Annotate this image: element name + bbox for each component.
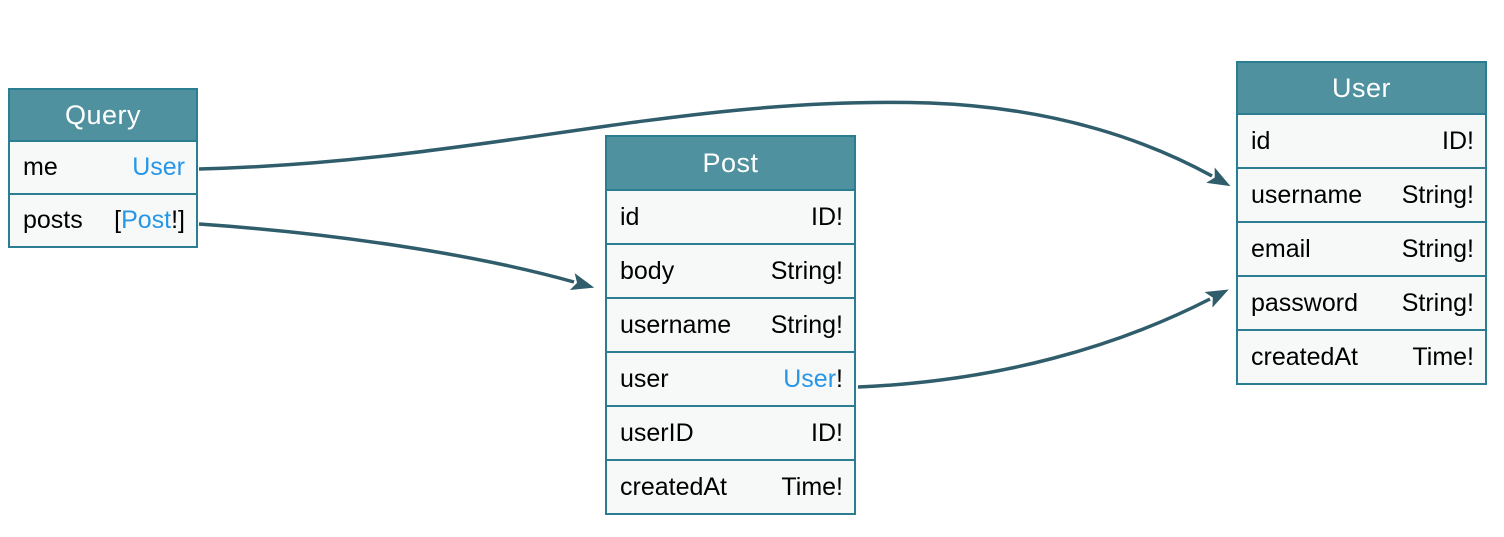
field-type: String! <box>1402 289 1474 318</box>
type-link[interactable]: User <box>783 364 837 393</box>
type-text: String! <box>770 310 843 339</box>
type-text: String! <box>770 256 843 285</box>
field-row: createdAt Time! <box>1238 329 1485 383</box>
entity-query: Query me User posts [Post!] <box>8 88 198 248</box>
field-name: password <box>1251 288 1358 317</box>
field-name: body <box>620 256 675 285</box>
type-link[interactable]: Post <box>121 206 172 234</box>
field-row: id ID! <box>1238 113 1485 167</box>
type-text: Time! <box>1412 342 1474 371</box>
field-row: password String! <box>1238 275 1485 329</box>
arrow-post-user-to-user <box>857 289 1229 389</box>
field-name: userID <box>620 418 694 447</box>
field-type: Time! <box>1412 343 1474 372</box>
field-row: posts [Post!] <box>10 193 196 246</box>
field-name: me <box>23 153 58 181</box>
field-type: ID! <box>1442 127 1474 156</box>
type-text: String! <box>1401 180 1474 209</box>
field-row: email String! <box>1238 221 1485 275</box>
field-row: username String! <box>1238 167 1485 221</box>
field-type: String! <box>771 311 843 340</box>
field-row: userID ID! <box>607 405 854 459</box>
entity-rows: me User posts [Post!] <box>10 140 196 246</box>
field-name: id <box>620 202 640 231</box>
field-name: user <box>620 364 669 393</box>
field-row: createdAt Time! <box>607 459 854 513</box>
field-type: User <box>132 153 185 182</box>
field-row: body String! <box>607 243 854 297</box>
field-type: ID! <box>811 203 843 232</box>
field-type: String! <box>1402 235 1474 264</box>
type-link[interactable]: User <box>132 153 185 181</box>
type-text: ID! <box>1442 126 1474 155</box>
field-type: ID! <box>811 419 843 448</box>
type-text: ! <box>836 364 843 393</box>
field-type: String! <box>1402 181 1474 210</box>
field-name: createdAt <box>1251 342 1359 371</box>
field-type: User! <box>783 365 843 394</box>
field-name: email <box>1251 234 1311 263</box>
field-name: id <box>1251 126 1271 155</box>
type-text: !] <box>171 206 185 234</box>
type-text: ID! <box>811 202 843 231</box>
field-type: String! <box>771 257 843 286</box>
field-row: me User <box>10 140 196 193</box>
type-text: ID! <box>811 418 843 447</box>
entity-title: Post <box>607 137 854 189</box>
entity-title: Query <box>10 90 196 140</box>
type-text: [ <box>114 206 122 234</box>
type-text: Time! <box>781 472 843 501</box>
field-row: user User! <box>607 351 854 405</box>
entity-title: User <box>1238 63 1485 113</box>
field-name: username <box>1251 180 1363 209</box>
field-row: username String! <box>607 297 854 351</box>
arrow-query-posts-to-post <box>198 222 595 290</box>
type-text: String! <box>1401 288 1474 317</box>
field-type: [Post!] <box>114 206 185 235</box>
field-name: posts <box>23 206 83 234</box>
field-name: createdAt <box>620 472 728 501</box>
type-text: String! <box>1401 234 1474 263</box>
field-name: username <box>620 310 732 339</box>
field-type: Time! <box>781 473 843 502</box>
field-row: id ID! <box>607 189 854 243</box>
